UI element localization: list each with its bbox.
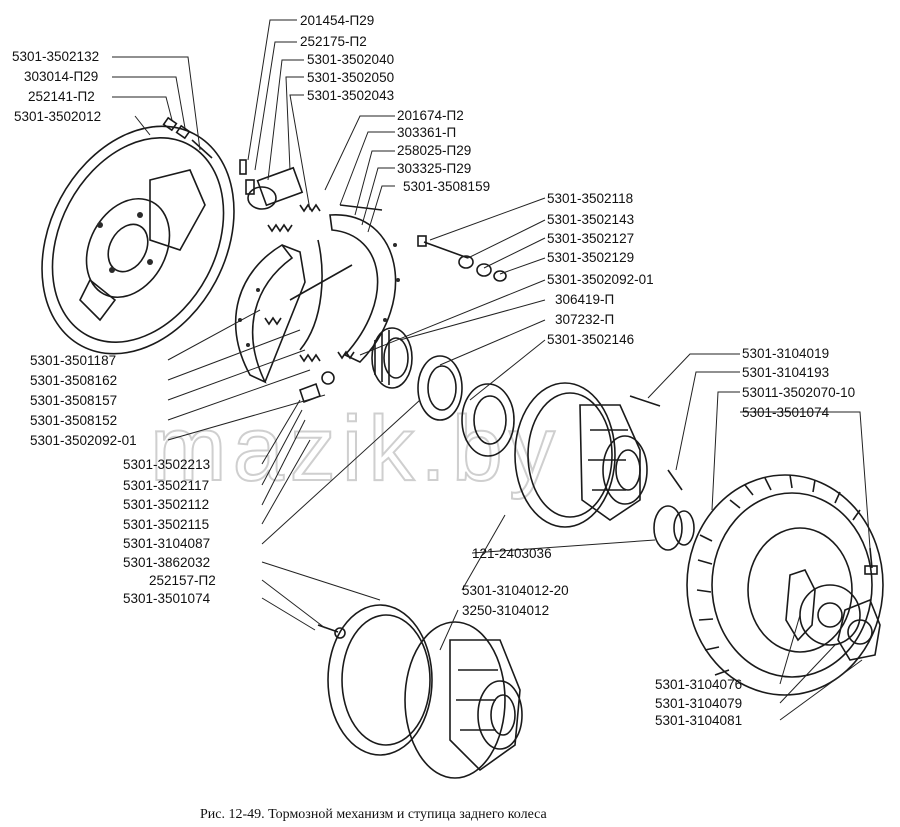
brake-shoe-right	[299, 204, 400, 363]
inner-roller-bearing	[371, 327, 413, 389]
label-303361-p: 303361-П	[397, 125, 456, 140]
label-5301-3508157: 5301-3508157	[30, 393, 117, 408]
label-53011-3502070-10: 53011-3502070-10	[742, 385, 855, 400]
leader-lines	[112, 19, 871, 721]
anchor-bolt	[417, 235, 507, 282]
watermark: mazik.by	[150, 398, 561, 500]
label-5301-3502117: 5301-3502117	[123, 478, 209, 493]
label-5301-3502012: 5301-3502012	[14, 109, 101, 124]
brake-drum	[686, 474, 884, 696]
label-5301-3502092-01-a: 5301-3502092-01	[547, 272, 654, 287]
label-201674-p2: 201674-П2	[397, 108, 464, 123]
label-5301-3502050: 5301-3502050	[307, 70, 394, 85]
backing-plate	[41, 125, 235, 355]
label-5301-3502146: 5301-3502146	[547, 332, 634, 347]
label-5301-3502092-01-b: 5301-3502092-01	[30, 433, 137, 448]
lower-bolt	[317, 624, 346, 639]
label-5301-3104081: 5301-3104081	[655, 713, 742, 728]
brake-shoe-left	[234, 243, 353, 384]
figure-caption: Рис. 12-49. Тормозной механизм и ступица…	[200, 807, 548, 822]
label-5301-3104012-20: 5301-3104012-20	[462, 583, 569, 598]
label-303325-p29: 303325-П29	[397, 161, 471, 176]
label-5301-3502127: 5301-3502127	[547, 231, 634, 246]
label-5301-3502115: 5301-3502115	[123, 517, 209, 532]
wheel-cylinder	[239, 159, 304, 210]
label-5301-3104087: 5301-3104087	[123, 536, 210, 551]
label-5301-3104079: 5301-3104079	[655, 696, 742, 711]
label-5301-3501187: 5301-3501187	[30, 353, 116, 368]
upper-wheel-hub	[514, 382, 648, 528]
lower-wheel-hub	[327, 604, 523, 779]
label-5301-3104076: 5301-3104076	[655, 677, 742, 692]
label-5301-3502132: 5301-3502132	[12, 49, 99, 64]
part-labels: 201454-П29 252175-П2 5301-3502040 5301-3…	[12, 13, 855, 728]
label-258025-p29: 258025-П29	[397, 143, 471, 158]
oil-seal-rings	[417, 355, 515, 457]
wheel-stud	[629, 395, 683, 491]
label-303014-p29: 303014-П29	[24, 69, 98, 84]
label-121-2403036: 121-2403036	[472, 546, 552, 561]
label-252157-p2: 252157-П2	[149, 573, 216, 588]
label-252175-p2: 252175-П2	[300, 34, 367, 49]
label-5301-3862032: 5301-3862032	[123, 555, 210, 570]
label-5301-3502112: 5301-3502112	[123, 497, 209, 512]
label-5301-3501074-a: 5301-3501074	[742, 405, 830, 420]
label-306419-p: 306419-П	[555, 292, 614, 307]
return-springs	[264, 203, 355, 363]
drum-screw	[864, 547, 878, 575]
label-5301-3104019: 5301-3104019	[742, 346, 829, 361]
label-5301-3501074-b: 5301-3501074	[123, 591, 211, 606]
label-5301-3508159: 5301-3508159	[403, 179, 490, 194]
label-5301-3508152: 5301-3508152	[30, 413, 117, 428]
label-201454-p29: 201454-П29	[300, 13, 374, 28]
label-5301-3502040: 5301-3502040	[307, 52, 394, 67]
label-252141-p2: 252141-П2	[28, 89, 95, 104]
label-5301-3502143: 5301-3502143	[547, 212, 634, 227]
label-5301-3502118: 5301-3502118	[547, 191, 633, 206]
label-3250-3104012: 3250-3104012	[462, 603, 549, 618]
label-307232-p: 307232-П	[555, 312, 614, 327]
outer-roller-bearing	[653, 505, 695, 551]
label-5301-3104193: 5301-3104193	[742, 365, 829, 380]
label-5301-3508162: 5301-3508162	[30, 373, 117, 388]
label-5301-3502043: 5301-3502043	[307, 88, 394, 103]
label-5301-3502213: 5301-3502213	[123, 457, 210, 472]
bleeder-bolt	[162, 116, 213, 159]
label-5301-3502129: 5301-3502129	[547, 250, 634, 265]
